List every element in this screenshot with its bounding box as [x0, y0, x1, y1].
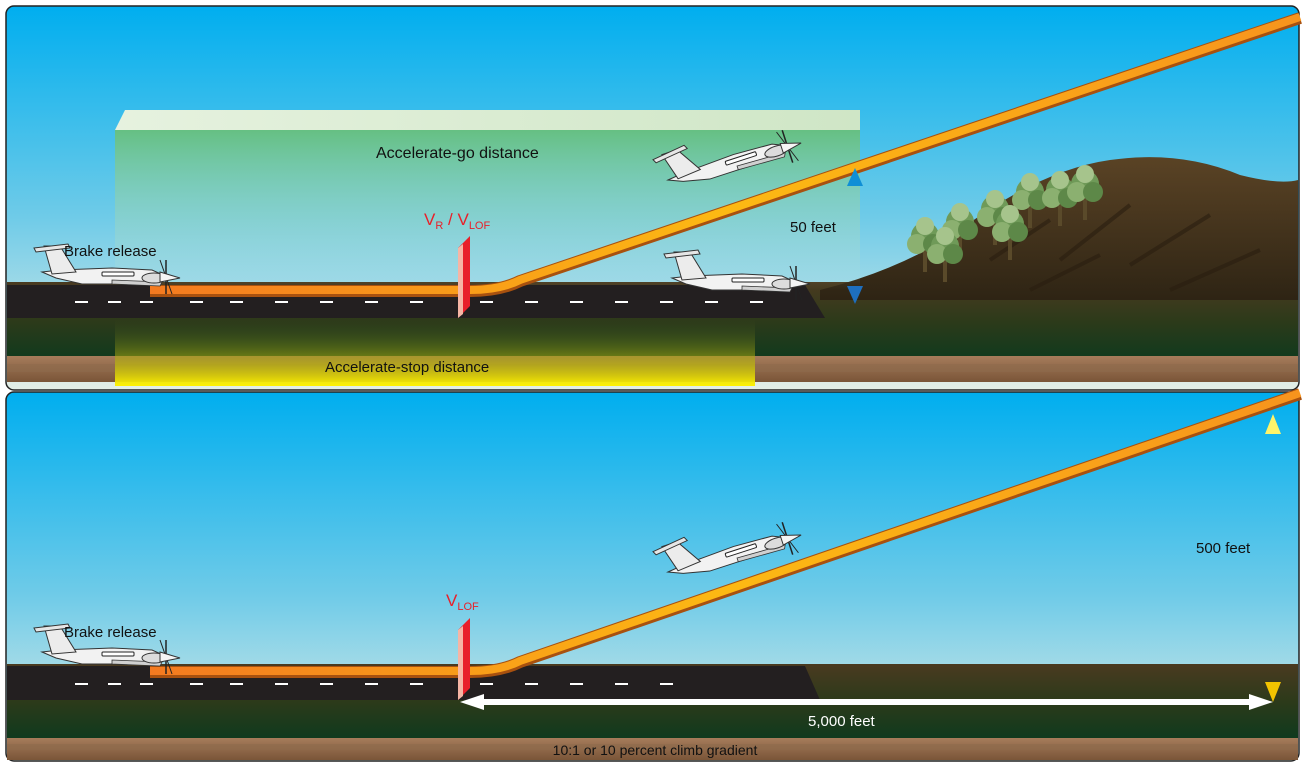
five-hundred-feet-label: 500 feet: [1196, 540, 1251, 557]
fifty-feet-arrow: [847, 168, 863, 304]
fifty-feet-label: 50 feet: [790, 219, 837, 236]
five-thousand-feet-label: 5,000 feet: [808, 713, 876, 730]
accelerate-go-label: Accelerate-go distance: [376, 145, 539, 162]
flight-path: [150, 13, 1302, 294]
bottom-panel: Brake release VLOF 500 feet 5,000 feet 1…: [5, 388, 1302, 762]
bottom-brake-release-label: Brake release: [64, 624, 157, 641]
accelerate-stop-label: Accelerate-stop distance: [325, 359, 489, 376]
accelerate-stop-zone: [115, 318, 755, 386]
vr-vlof-label: VR / VLOF: [424, 210, 490, 232]
accelerate-go-zone-top: [115, 110, 860, 130]
climb-gradient-label: 10:1 or 10 percent climb gradient: [553, 742, 758, 758]
top-panel: Brake release Accelerate-go distance Acc…: [5, 5, 1302, 391]
five-hundred-feet-arrow: [1265, 414, 1281, 702]
top-brake-release-label: Brake release: [64, 243, 157, 260]
five-thousand-feet-arrow: [460, 694, 1273, 710]
vlof-label: VLOF: [446, 591, 479, 613]
hill: [820, 157, 1298, 300]
flight-path: [150, 389, 1302, 675]
